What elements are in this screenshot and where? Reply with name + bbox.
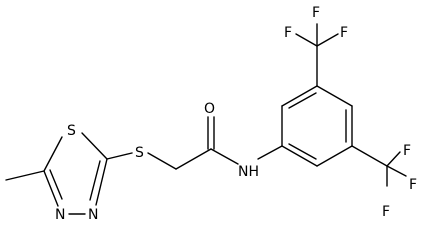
bond-ring-3 — [316, 85, 353, 107]
bond-c5-n4-double — [49, 169, 63, 200]
bond-s1-c2 — [81, 132, 108, 160]
atom-f-top-3: F — [312, 5, 320, 21]
bond-co-n — [210, 148, 239, 165]
molecule-diagram: S S O NH N N F F F F F F — [5, 5, 418, 223]
atom-f-right-1: F — [403, 143, 411, 159]
atom-ring-n2: N — [88, 207, 98, 223]
structure-svg: S S O NH N N F F F F F F — [5, 5, 417, 223]
bond-c5-s1 — [43, 136, 63, 172]
atom-oxygen: O — [204, 101, 215, 117]
bond-ring-2-inner — [288, 92, 317, 109]
bond-n-c1 — [257, 145, 283, 160]
bond-cf3-top-f2 — [316, 33, 339, 47]
bond-c2-s — [106, 152, 133, 160]
atom-f-right-2: F — [409, 177, 417, 193]
atom-amide-nh: NH — [238, 164, 259, 180]
atom-sulfur-ring: S — [67, 123, 76, 139]
bond-ring-6 — [281, 145, 318, 167]
bond-n3-c2 — [95, 158, 108, 206]
bond-layer — [5, 23, 407, 215]
bond-cf3-right-f2 — [386, 165, 407, 177]
bond-ring-2 — [281, 85, 318, 107]
atom-f-top-2: F — [340, 25, 348, 41]
atom-label-layer: S S O NH N N F F F F F F — [55, 5, 417, 223]
bond-ch2-co — [175, 148, 212, 170]
bond-ring-cf3-right — [351, 145, 388, 167]
bond-ring-5 — [316, 145, 353, 167]
bond-s-ch2 — [147, 152, 177, 170]
atom-f-right-3: F — [382, 204, 390, 220]
bond-cf3-right-f1 — [386, 151, 401, 167]
bond-n3-c2-double — [89, 160, 101, 201]
bond-methyl — [5, 170, 45, 181]
bond-ring-6-inner — [288, 143, 317, 160]
atom-sulfur-thioether: S — [135, 145, 144, 161]
bond-cf3-top-f1 — [295, 33, 318, 47]
atom-f-top-1: F — [284, 25, 292, 41]
bond-c5-n4 — [43, 170, 59, 207]
atom-ring-n1: N — [55, 207, 65, 223]
